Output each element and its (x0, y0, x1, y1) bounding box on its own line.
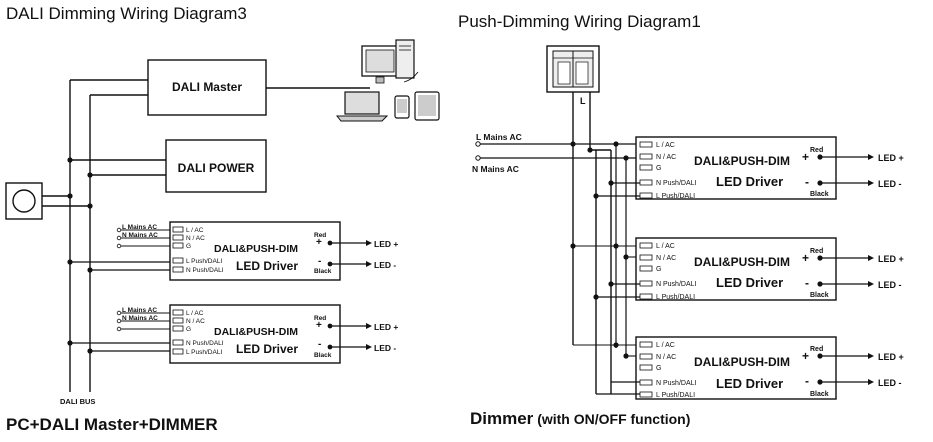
left-diagram-title: DALI Dimming Wiring Diagram3 (6, 4, 247, 23)
svg-text:L / AC: L / AC (186, 310, 204, 317)
svg-text:Black: Black (314, 268, 332, 275)
svg-text:G: G (656, 266, 661, 273)
svg-text:DALI&PUSH-DIM: DALI&PUSH-DIM (694, 154, 790, 168)
svg-text:-: - (805, 374, 809, 388)
dali-power-label: DALI POWER (178, 161, 255, 175)
svg-text:L / AC: L / AC (656, 243, 675, 250)
svg-text:G: G (656, 365, 661, 372)
svg-text:-: - (318, 339, 321, 350)
svg-text:L Push/DALI: L Push/DALI (186, 349, 222, 356)
svg-text:LED -: LED - (878, 378, 902, 388)
laptop-icon (335, 91, 389, 122)
svg-text:LED +: LED + (878, 153, 904, 163)
svg-text:Black: Black (810, 191, 829, 198)
left-bottom-caption: PC+DALI Master+DIMMER (6, 415, 218, 434)
left-diagram: DALI Master DALI POWER (5, 39, 440, 406)
right-driver-3: L / AC N / AC G N Push/DALI L Push/DALI … (596, 336, 904, 400)
svg-text:-: - (805, 175, 809, 189)
svg-text:N / AC: N / AC (186, 235, 205, 242)
svg-text:DALI&PUSH-DIM: DALI&PUSH-DIM (694, 255, 790, 269)
led-plus-label: LED + (374, 239, 398, 249)
right-driver-1: L / AC N / AC G N Push/DALI L Push/DALI … (596, 136, 904, 200)
dali-master-label: DALI Master (172, 80, 242, 94)
svg-text:LED +: LED + (374, 322, 398, 332)
svg-text:LED -: LED - (878, 280, 902, 290)
svg-text:L Push/DALI: L Push/DALI (656, 392, 695, 399)
right-diagram: L L Mains AC N Mains AC L / AC N / AC G … (472, 45, 904, 400)
svg-text:+: + (802, 251, 809, 265)
led-minus-label: LED - (374, 260, 396, 270)
svg-text:G: G (186, 326, 191, 333)
svg-text:-: - (805, 276, 809, 290)
svg-text:+: + (316, 320, 322, 331)
svg-text:N / AC: N / AC (656, 255, 676, 262)
svg-text:LED Driver: LED Driver (236, 259, 298, 273)
dali-master-box (147, 59, 267, 116)
svg-text:Black: Black (314, 352, 332, 359)
svg-text:N Push/DALI: N Push/DALI (186, 267, 224, 274)
svg-text:G: G (656, 165, 661, 172)
svg-text:DALI&PUSH-DIM: DALI&PUSH-DIM (694, 355, 790, 369)
svg-text:L Push/DALI: L Push/DALI (656, 294, 695, 301)
left-driver-1: L Mains AC N Mains AC L / AC N / AC G L … (70, 221, 398, 281)
svg-text:LED Driver: LED Driver (716, 174, 783, 189)
svg-text:Red: Red (314, 232, 326, 239)
svg-text:L Push/DALI: L Push/DALI (656, 193, 695, 200)
svg-text:Black: Black (810, 292, 829, 299)
right-mains-l-label: L Mains AC (476, 132, 522, 142)
right-bottom-caption-sub: (with ON/OFF function) (533, 411, 691, 427)
svg-text:N Push/DALI: N Push/DALI (656, 380, 697, 387)
svg-text:-: - (318, 256, 321, 267)
dali-bus-label: DALI BUS (60, 397, 95, 406)
svg-text:N / AC: N / AC (186, 318, 205, 325)
right-driver-2: L / AC N / AC G N Push/DALI L Push/DALI … (596, 237, 904, 301)
right-mains-n-label: N Mains AC (472, 164, 519, 174)
svg-text:LED Driver: LED Driver (716, 275, 783, 290)
svg-text:LED -: LED - (878, 179, 902, 189)
left-driver-2: L Mains AC N Mains AC L / AC N / AC G N … (70, 304, 398, 364)
svg-text:DALI&PUSH-DIM: DALI&PUSH-DIM (214, 326, 298, 338)
svg-text:LED Driver: LED Driver (236, 342, 298, 356)
svg-text:Red: Red (810, 346, 823, 353)
mains-l-label: L Mains AC (122, 224, 157, 231)
svg-text:Red: Red (810, 248, 823, 255)
svg-text:N / AC: N / AC (656, 154, 676, 161)
svg-text:N Mains AC: N Mains AC (122, 315, 158, 322)
right-bottom-caption-main: Dimmer (470, 409, 534, 428)
svg-text:N / AC: N / AC (656, 354, 676, 361)
svg-text:DALI&PUSH-DIM: DALI&PUSH-DIM (214, 243, 298, 255)
switch-l-label: L (580, 96, 586, 106)
svg-text:N Push/DALI: N Push/DALI (656, 180, 697, 187)
svg-text:LED -: LED - (374, 343, 396, 353)
mains-n-label: N Mains AC (122, 232, 158, 239)
svg-text:LED +: LED + (878, 352, 904, 362)
tablet-icon (414, 91, 440, 121)
svg-text:+: + (802, 150, 809, 164)
svg-text:L / AC: L / AC (656, 342, 675, 349)
phone-icon (394, 95, 410, 119)
svg-text:L Mains AC: L Mains AC (122, 307, 157, 314)
svg-text:Red: Red (810, 147, 823, 154)
svg-text:Red: Red (314, 315, 326, 322)
dali-power-box (165, 139, 267, 193)
svg-text:N Push/DALI: N Push/DALI (656, 281, 697, 288)
right-diagram-title: Push-Dimming Wiring Diagram1 (458, 12, 701, 31)
svg-text:Black: Black (810, 391, 829, 398)
svg-text:L Push/DALI: L Push/DALI (186, 258, 222, 265)
svg-text:L / AC: L / AC (656, 142, 675, 149)
computer-icon (361, 39, 419, 84)
svg-text:+: + (316, 237, 322, 248)
svg-text:L / AC: L / AC (186, 227, 204, 234)
right-bottom-caption: Dimmer (with ON/OFF function) (470, 409, 690, 429)
dimmer-knob-icon (12, 189, 36, 213)
svg-text:G: G (186, 243, 191, 250)
svg-text:LED +: LED + (878, 254, 904, 264)
svg-text:LED Driver: LED Driver (716, 376, 783, 391)
svg-text:+: + (802, 349, 809, 363)
svg-text:N Push/DALI: N Push/DALI (186, 340, 224, 347)
